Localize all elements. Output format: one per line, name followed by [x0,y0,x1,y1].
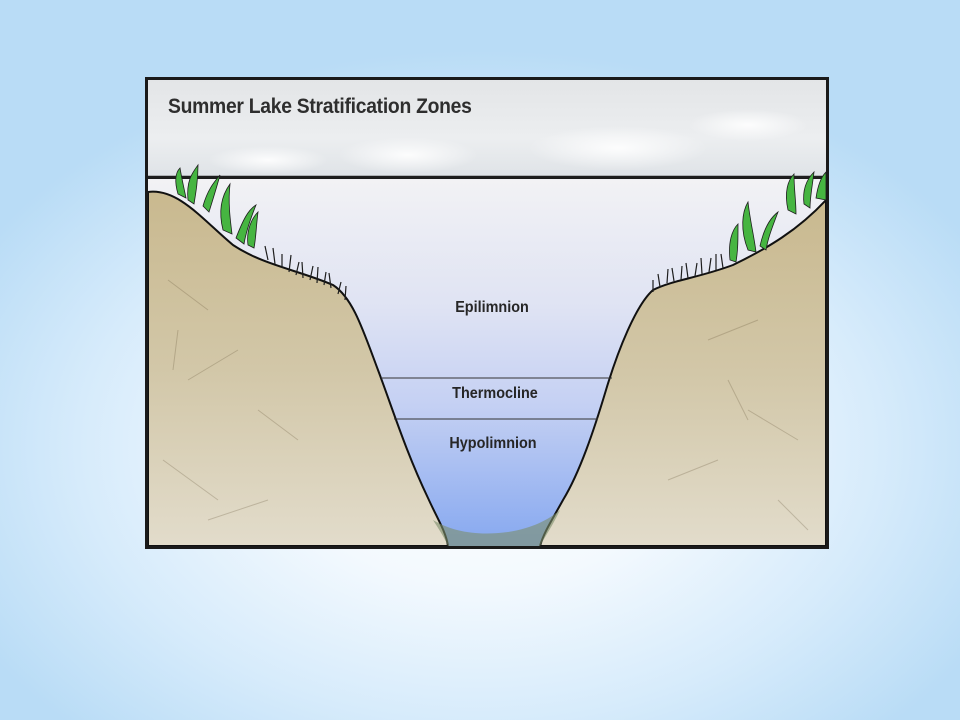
zone-label-epilimnion: Epilimnion [455,299,529,316]
left-bank [148,190,450,546]
left-grass [175,163,259,249]
lake-diagram: Summer Lake Stratification Zones Epilimn… [145,77,829,549]
lake-bottom [433,510,560,546]
zone-label-hypolimnion: Hypolimnion [449,435,537,452]
diagram-title: Summer Lake Stratification Zones [168,95,472,118]
zone-label-thermocline: Thermocline [452,385,538,402]
right-grass [729,170,826,263]
lake-illustration [148,80,826,546]
right-bank [538,198,826,546]
